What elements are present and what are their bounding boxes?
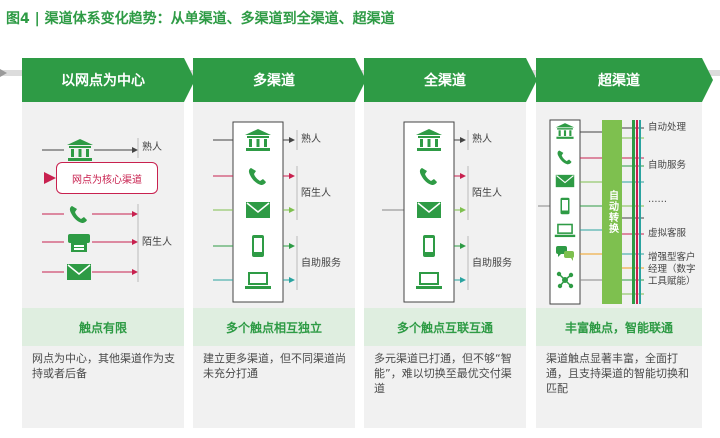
phone-icon bbox=[68, 204, 90, 224]
mail-icon bbox=[66, 262, 92, 282]
label-self-service: 自助服务 bbox=[648, 160, 687, 171]
column-hyper-channel: 超渠道 自动转换 bbox=[536, 58, 713, 428]
mobile-icon bbox=[250, 234, 266, 258]
column-header: 全渠道 bbox=[364, 58, 537, 102]
label-stranger: 陌生人 bbox=[142, 237, 172, 248]
label-stranger: 陌生人 bbox=[301, 188, 331, 199]
feature-label: 多个触点相互独立 bbox=[193, 308, 355, 346]
laptop-icon bbox=[554, 222, 576, 238]
network-icon bbox=[555, 270, 575, 290]
label-acquaintance: 熟人 bbox=[301, 134, 321, 145]
feature-label: 丰富触点，智能联通 bbox=[536, 308, 702, 346]
column-header: 超渠道 bbox=[536, 58, 713, 102]
label-stranger: 陌生人 bbox=[472, 188, 502, 199]
feature-label: 触点有限 bbox=[22, 308, 184, 346]
label-self-service: 自助服务 bbox=[301, 258, 341, 269]
feature-label: 多个触点互联互通 bbox=[364, 308, 526, 346]
column-1-connectors bbox=[42, 138, 139, 282]
bank-icon bbox=[244, 128, 272, 152]
mail-icon bbox=[555, 173, 575, 189]
bank-icon bbox=[555, 122, 575, 140]
bank-icon bbox=[415, 128, 443, 152]
figure-title: 图4 | 渠道体系变化趋势：从单渠道、多渠道到全渠道、超渠道 bbox=[6, 11, 395, 27]
label-virtual-agent: 虚拟客服 bbox=[648, 228, 687, 239]
column-description: 建立更多渠道，但不同渠道尚未充分打通 bbox=[203, 352, 346, 380]
auto-switch-bar: 自动转换 bbox=[602, 120, 622, 304]
column-3-connectors bbox=[382, 121, 469, 303]
phone-icon bbox=[418, 166, 440, 186]
mobile-icon bbox=[559, 196, 571, 216]
atm-icon bbox=[66, 232, 92, 254]
column-description: 多元渠道已打通，但不够“智能”，难以切换至最优交付渠道 bbox=[374, 352, 512, 395]
laptop-icon bbox=[244, 270, 272, 290]
laptop-icon bbox=[415, 270, 443, 290]
phone-icon bbox=[556, 148, 574, 166]
column-4-connectors bbox=[538, 119, 644, 305]
label-acquaintance: 熟人 bbox=[142, 142, 162, 153]
column-description: 网点为中心，其他渠道作为支持或者后备 bbox=[32, 352, 175, 380]
label-self-service: 自助服务 bbox=[472, 258, 512, 269]
phone-icon bbox=[247, 166, 269, 186]
column-header: 以网点为中心 bbox=[22, 58, 195, 102]
mail-icon bbox=[245, 200, 271, 220]
column-multi-channel: 多渠道 熟人 陌生人 自助服务 多个触点相互独立 建立更多渠道，但不同渠道尚未充… bbox=[193, 58, 366, 428]
mobile-icon bbox=[421, 234, 437, 258]
label-enhanced-manager: 增强型客户经理（数字工具赋能） bbox=[648, 252, 696, 287]
core-channel-box: 网点为核心渠道 bbox=[56, 162, 158, 194]
column-branch-centric: 以网点为中心 熟人 网点为核心渠道 陌生人 bbox=[22, 58, 195, 428]
label-acquaintance: 熟人 bbox=[472, 134, 492, 145]
column-description: 渠道触点显著丰富，全面打通，且支持渠道的智能切换和匹配 bbox=[546, 352, 689, 395]
flow-start-arrow bbox=[0, 69, 7, 77]
column-2-connectors bbox=[213, 121, 298, 303]
column-omni-channel: 全渠道 熟人 陌生人 自助服务 多个触点互联互通 多元渠道已打通，但不够“智能”… bbox=[364, 58, 537, 428]
bank-icon bbox=[66, 138, 94, 162]
label-auto-process: 自动处理 bbox=[648, 122, 687, 133]
column-header: 多渠道 bbox=[193, 58, 366, 102]
chat-icon bbox=[555, 244, 575, 262]
label-ellipsis: …… bbox=[648, 194, 667, 205]
mail-icon bbox=[416, 200, 442, 220]
